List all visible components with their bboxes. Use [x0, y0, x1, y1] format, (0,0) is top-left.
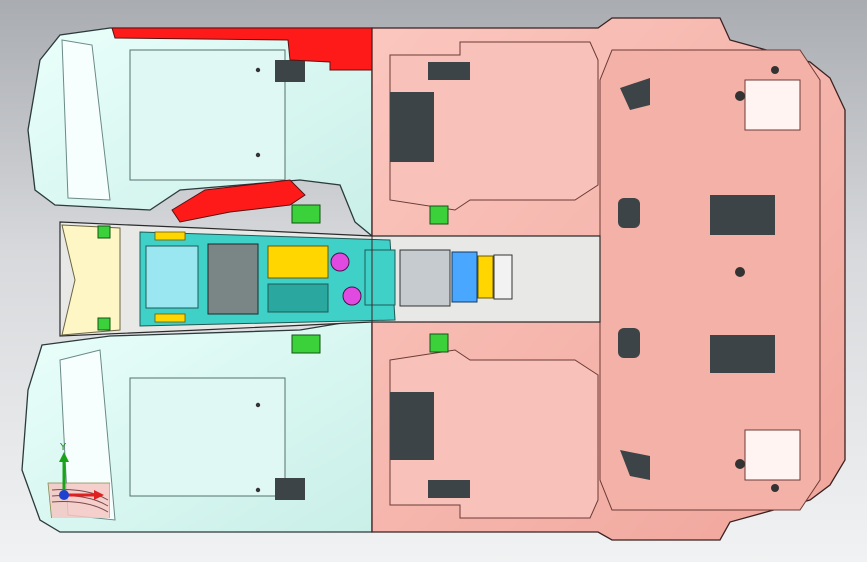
z-axis-dot: [59, 490, 69, 500]
left-bottom-block[interactable]: [275, 478, 305, 500]
triad-icon: Y: [47, 442, 111, 524]
center-console[interactable]: [139, 231, 396, 327]
right-mold-half[interactable]: [371, 17, 846, 541]
left-mold-half[interactable]: [21, 27, 373, 533]
left-top-block[interactable]: [275, 60, 305, 82]
right-upper-block[interactable]: [390, 92, 434, 162]
red-inserts[interactable]: [111, 27, 373, 223]
center-channel[interactable]: [59, 204, 601, 354]
right-plate-block-bottom[interactable]: [710, 335, 775, 373]
grid-part[interactable]: [399, 249, 451, 307]
y-axis-label: Y: [59, 442, 67, 453]
right-lower-block[interactable]: [390, 392, 434, 460]
coordinate-triad[interactable]: Y: [40, 438, 111, 524]
right-plate-block-top[interactable]: [710, 195, 775, 235]
